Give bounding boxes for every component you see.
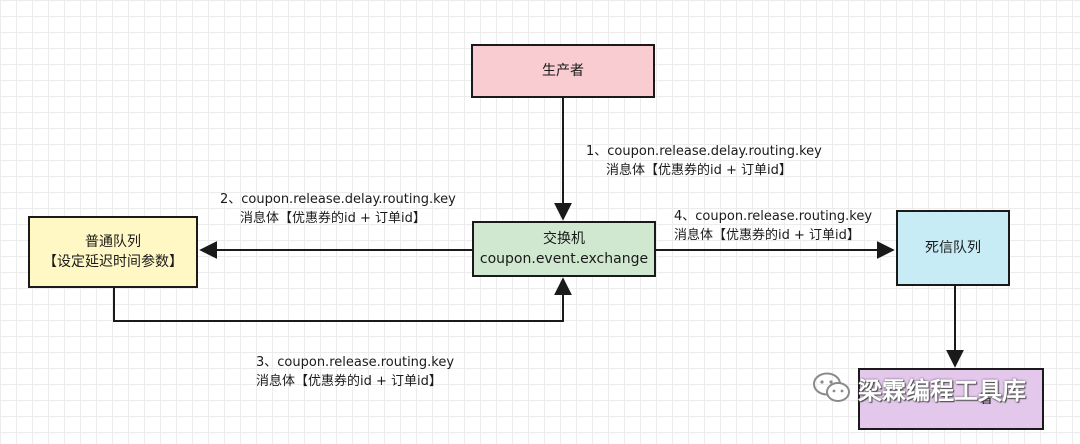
consumer-label: 者 bbox=[979, 391, 993, 407]
step2-message-body: 消息体【优惠券的id + 订单id】 bbox=[240, 211, 426, 226]
step3-routing-key: 3、coupon.release.routing.key bbox=[256, 355, 455, 370]
watermark: 梁霖编程工具库 bbox=[812, 368, 1026, 408]
exchange-title: 交换机 bbox=[543, 231, 585, 247]
step1-message-body: 消息体【优惠券的id + 订单id】 bbox=[606, 163, 792, 178]
edge-label-step1: 1、coupon.release.delay.routing.key 消息体【优… bbox=[586, 142, 822, 180]
normal-queue-title: 普通队列 bbox=[85, 234, 141, 250]
consumer-node: 者 bbox=[858, 368, 1044, 430]
normal-queue-node: 普通队列 【设定延迟时间参数】 bbox=[28, 216, 198, 288]
producer-label: 生产者 bbox=[542, 63, 584, 79]
edge-label-step2: 2、coupon.release.delay.routing.key 消息体【优… bbox=[220, 190, 456, 228]
wechat-icon bbox=[813, 372, 850, 402]
dead-letter-queue-label: 死信队列 bbox=[925, 240, 981, 256]
exchange-node: 交换机 coupon.event.exchange bbox=[472, 221, 656, 277]
step3-message-body: 消息体【优惠券的id + 订单id】 bbox=[256, 374, 442, 389]
step4-routing-key: 4、coupon.release.routing.key bbox=[674, 209, 873, 224]
dead-letter-queue-node: 死信队列 bbox=[896, 210, 1010, 286]
normal-queue-note: 【设定延迟时间参数】 bbox=[43, 254, 183, 270]
step4-message-body: 消息体【优惠券的id + 订单id】 bbox=[674, 228, 860, 243]
edge-normal-queue-to-exchange bbox=[113, 277, 572, 322]
watermark-text: 梁霖编程工具库 bbox=[858, 376, 1026, 405]
edge-label-step3: 3、coupon.release.routing.key 消息体【优惠券的id … bbox=[256, 353, 454, 391]
step2-routing-key: 2、coupon.release.delay.routing.key bbox=[220, 192, 456, 207]
producer-node: 生产者 bbox=[471, 44, 655, 98]
step1-routing-key: 1、coupon.release.delay.routing.key bbox=[586, 144, 822, 159]
exchange-name: coupon.event.exchange bbox=[479, 251, 649, 267]
edge-label-step4: 4、coupon.release.routing.key 消息体【优惠券的id … bbox=[674, 207, 872, 245]
